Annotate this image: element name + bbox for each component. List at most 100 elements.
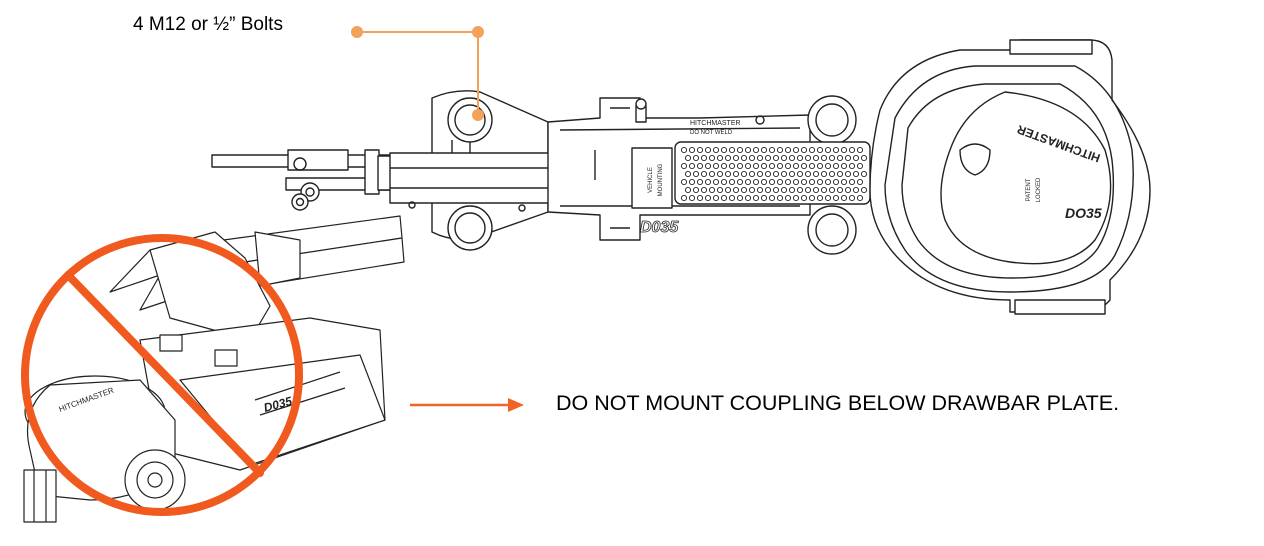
grip-hole bbox=[796, 154, 804, 162]
grip-hole bbox=[752, 162, 760, 170]
grip-hole bbox=[844, 154, 852, 162]
grip-hole bbox=[844, 170, 852, 178]
grip-hole bbox=[764, 154, 772, 162]
svg-text:D035: D035 bbox=[640, 219, 679, 236]
bolt-callout-label: 4 M12 or ½” Bolts bbox=[133, 14, 283, 35]
grip-hole bbox=[720, 162, 728, 170]
grip-hole bbox=[696, 146, 704, 154]
grip-hole bbox=[836, 154, 844, 162]
grip-hole bbox=[680, 178, 688, 186]
grip-hole bbox=[768, 146, 776, 154]
grip-hole bbox=[792, 178, 800, 186]
grip-hole bbox=[820, 170, 828, 178]
grip-hole bbox=[824, 162, 832, 170]
grip-hole bbox=[780, 186, 788, 194]
grip-hole bbox=[728, 194, 736, 202]
grip-hole bbox=[812, 170, 820, 178]
grip-hole bbox=[712, 178, 720, 186]
grip-hole bbox=[700, 186, 708, 194]
grip-hole bbox=[852, 170, 860, 178]
grip-hole bbox=[816, 162, 824, 170]
grip-hole bbox=[804, 186, 812, 194]
linkage-pin bbox=[211, 149, 393, 211]
grip-hole bbox=[856, 162, 864, 170]
perforated-grip bbox=[674, 141, 871, 205]
no-symbol-icon bbox=[21, 234, 303, 516]
grip-hole bbox=[740, 154, 748, 162]
grip-hole bbox=[752, 194, 760, 202]
grip-hole bbox=[728, 162, 736, 170]
grip-hole bbox=[808, 146, 816, 154]
grip-hole bbox=[748, 154, 756, 162]
grip-hole bbox=[716, 154, 724, 162]
grip-hole bbox=[800, 178, 808, 186]
grip-hole bbox=[744, 178, 752, 186]
grip-hole bbox=[832, 162, 840, 170]
incorrect-mount-view: D035 HITCHMASTER bbox=[23, 215, 405, 523]
grip-hole bbox=[704, 194, 712, 202]
callout-end-dot bbox=[472, 109, 484, 121]
grip-hole bbox=[680, 194, 688, 202]
grip-hole bbox=[748, 186, 756, 194]
grip-hole bbox=[840, 178, 848, 186]
grip-hole bbox=[684, 186, 692, 194]
grip-hole bbox=[808, 178, 816, 186]
grip-hole bbox=[740, 170, 748, 178]
grip-hole bbox=[816, 178, 824, 186]
grip-hole bbox=[760, 146, 768, 154]
grip-hole bbox=[716, 170, 724, 178]
grip-hole bbox=[852, 154, 860, 162]
grip-hole bbox=[820, 186, 828, 194]
grip-hole bbox=[828, 186, 836, 194]
grip-hole bbox=[708, 186, 716, 194]
coupling-model: DO35 bbox=[1065, 205, 1102, 221]
grip-hole bbox=[728, 178, 736, 186]
grip-hole bbox=[812, 154, 820, 162]
grip-hole bbox=[784, 162, 792, 170]
grip-hole bbox=[852, 186, 860, 194]
grip-hole bbox=[804, 170, 812, 178]
grip-hole bbox=[756, 186, 764, 194]
grip-hole bbox=[772, 170, 780, 178]
grip-hole bbox=[840, 146, 848, 154]
grip-hole bbox=[800, 162, 808, 170]
grip-hole bbox=[792, 146, 800, 154]
grip-hole bbox=[720, 178, 728, 186]
grip-hole bbox=[728, 146, 736, 154]
grip-hole bbox=[788, 186, 796, 194]
grip-hole bbox=[712, 194, 720, 202]
grip-hole bbox=[716, 186, 724, 194]
grip-hole bbox=[860, 154, 868, 162]
grip-hole bbox=[856, 194, 864, 202]
grip-hole bbox=[848, 178, 856, 186]
grip-hole bbox=[844, 186, 852, 194]
grip-hole bbox=[860, 170, 868, 178]
grip-hole bbox=[832, 194, 840, 202]
grip-hole bbox=[816, 146, 824, 154]
grip-hole bbox=[796, 186, 804, 194]
grip-hole bbox=[688, 162, 696, 170]
svg-text:MOUNTING: MOUNTING bbox=[658, 163, 664, 196]
grip-hole bbox=[824, 146, 832, 154]
grip-hole bbox=[704, 146, 712, 154]
svg-text:HITCHMASTER: HITCHMASTER bbox=[690, 120, 741, 127]
grip-hole bbox=[768, 194, 776, 202]
grip-hole bbox=[812, 186, 820, 194]
grip-hole bbox=[808, 162, 816, 170]
grip-hole bbox=[740, 186, 748, 194]
svg-text:PATENT: PATENT bbox=[1026, 178, 1032, 201]
grip-hole bbox=[792, 194, 800, 202]
grip-hole bbox=[712, 162, 720, 170]
grip-hole bbox=[756, 154, 764, 162]
grip-hole bbox=[736, 162, 744, 170]
grip-hole bbox=[744, 146, 752, 154]
grip-hole bbox=[816, 194, 824, 202]
grip-hole bbox=[848, 194, 856, 202]
svg-text:DO NOT WELD: DO NOT WELD bbox=[690, 130, 733, 136]
grip-hole bbox=[768, 162, 776, 170]
grip-hole bbox=[788, 154, 796, 162]
grip-hole bbox=[704, 178, 712, 186]
grip-hole bbox=[832, 146, 840, 154]
grip-hole bbox=[720, 146, 728, 154]
